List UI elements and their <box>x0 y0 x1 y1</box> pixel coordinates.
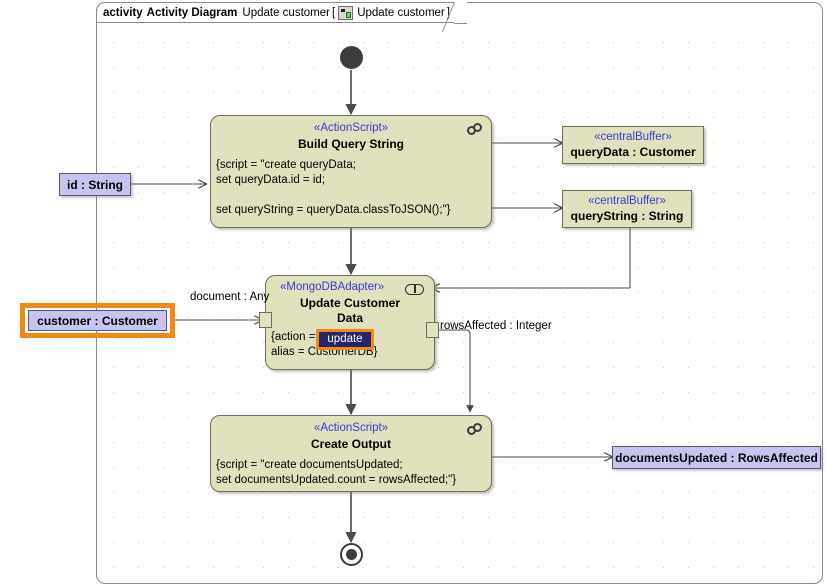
script-icon <box>467 123 484 136</box>
initial-node[interactable] <box>340 46 363 69</box>
action-prefix: {action = <box>271 331 319 343</box>
node-body-line-2: set documentsUpdated.count = rowsAffecte… <box>216 474 457 486</box>
action-create-output[interactable]: «ActionScript» Create Output {script = "… <box>210 415 492 492</box>
parameter-label: id : String <box>67 177 123 192</box>
node-name: Create Output <box>310 437 391 451</box>
stereotype-label: «centralBuffer» <box>588 195 666 207</box>
adapter-icon <box>405 284 424 295</box>
parameter-customer[interactable]: customer : Customer <box>28 310 167 331</box>
node-name: Build Query String <box>297 137 404 151</box>
buffer-name: queryData : Customer <box>570 145 696 159</box>
frame-header-tail <box>453 2 467 24</box>
edge-label-rows-affected: rowsAffected : Integer <box>440 320 552 332</box>
output-pin-rows-affected[interactable] <box>426 322 439 338</box>
central-buffer-query-string[interactable]: «centralBuffer» queryString : String <box>562 190 692 228</box>
activity-frame-header: activity Activity Diagram Update custome… <box>96 2 467 24</box>
input-pin-document[interactable] <box>259 312 272 328</box>
node-name-line-1: Update Customer <box>299 296 400 310</box>
selected-attribute-value-frame[interactable]: update <box>316 329 374 350</box>
node-body-line-1: {script = "create documentsUpdated; <box>216 459 403 471</box>
node-name-line-2: Data <box>336 311 363 325</box>
stereotype-label: «ActionScript» <box>313 122 389 134</box>
activity-final-node[interactable] <box>340 543 363 566</box>
activity-diagram-icon <box>338 5 354 20</box>
node-body-line-1: {script = "create queryData; <box>216 159 356 171</box>
stereotype-label: «ActionScript» <box>313 422 389 434</box>
frame-activity-name: Update customer <box>242 6 330 19</box>
frame-type-label: Activity Diagram <box>146 6 238 19</box>
frame-keyword: activity <box>103 6 143 19</box>
action-update-customer-data[interactable]: «MongoDBAdapter» Update Customer Data {a… <box>265 275 435 370</box>
script-icon <box>467 423 484 436</box>
node-body-line-2: set queryData.id = id; <box>216 174 325 186</box>
parameter-label: customer : Customer <box>37 313 158 328</box>
node-body-line-3 <box>211 188 491 203</box>
frame-inner-name: Update customer <box>357 6 445 19</box>
parameter-label: documentsUpdated : RowsAffected <box>615 450 818 465</box>
node-body-line-4: set queryString = queryData.classToJSON(… <box>216 204 451 216</box>
central-buffer-query-data[interactable]: «centralBuffer» queryData : Customer <box>562 126 704 164</box>
buffer-name: queryString : String <box>570 209 684 223</box>
frame-bracket-open: [ <box>331 6 336 19</box>
parameter-id-string[interactable]: id : String <box>59 173 131 196</box>
attribute-value-update[interactable]: update <box>319 332 371 347</box>
edge-label-document-any: document : Any <box>190 291 270 303</box>
stereotype-label: «centralBuffer» <box>594 131 672 143</box>
parameter-documents-updated[interactable]: documentsUpdated : RowsAffected <box>612 446 821 469</box>
action-build-query-string[interactable]: «ActionScript» Build Query String {scrip… <box>210 115 492 228</box>
